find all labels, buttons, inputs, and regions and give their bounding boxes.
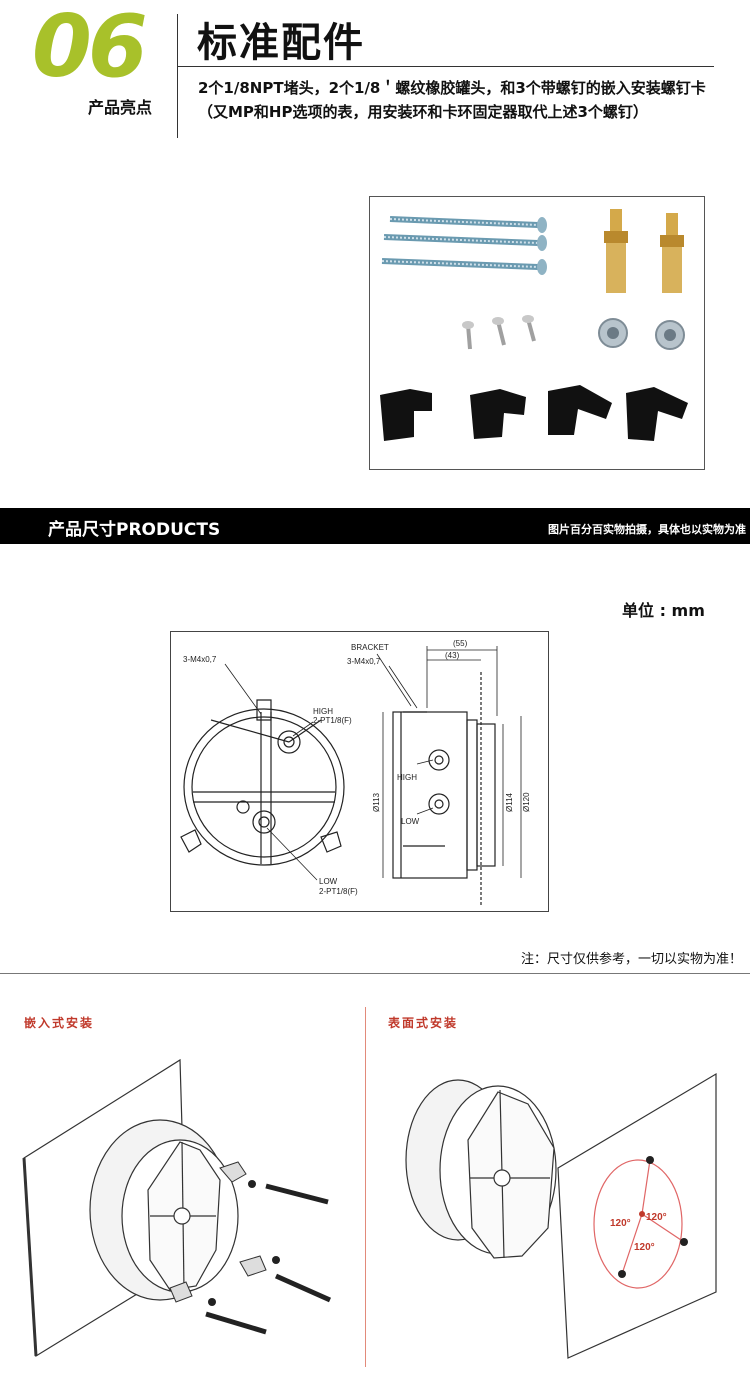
plugs	[598, 318, 685, 350]
products-band	[0, 508, 750, 544]
front-leader-lines	[224, 663, 318, 881]
front-screw-label: 3-M4x0,7	[183, 655, 217, 664]
flush-mount-illustration	[22, 1058, 332, 1358]
bracket-label: BRACKET	[351, 643, 389, 652]
flush-mount-label: 嵌入式安装	[24, 1016, 95, 1030]
low-port-label: 2-PT1/8(F)	[319, 887, 358, 896]
long-screws	[381, 216, 547, 275]
brass-fittings	[604, 209, 684, 293]
dimension-drawing-svg: 3-M4x0,7 HIGH 2-PT1/8(F) LOW 2-PT1/8(F)	[180, 639, 531, 906]
dimension-drawing: 3-M4x0,7 HIGH 2-PT1/8(F) LOW 2-PT1/8(F)	[170, 631, 549, 912]
side-high-label: HIGH	[397, 773, 417, 782]
side-view	[392, 672, 496, 906]
dimension-note: 注：尺寸仅供参考，一切以实物为准！	[520, 952, 742, 967]
products-band-title: 产品尺寸PRODUCTS	[48, 520, 221, 540]
angle-label-3: 120°	[634, 1242, 655, 1253]
front-view	[180, 699, 345, 866]
flush-clips-and-screws	[169, 1161, 332, 1335]
low-label: LOW	[319, 877, 338, 886]
surface-mount-label: 表面式安装	[388, 1016, 459, 1030]
accessories-illustration	[380, 209, 688, 441]
accessories-description: 2个1/8NPT堵头，2个1/8＇螺纹橡胶罐头，和3个带螺钉的嵌入安装螺钉卡（又…	[198, 79, 706, 121]
high-label: HIGH	[313, 707, 333, 716]
angle-label-1: 120°	[610, 1218, 631, 1229]
side-dimension-lines	[376, 646, 522, 878]
section-title: 标准配件	[197, 19, 365, 66]
unit-label: 单位 : mm	[622, 601, 705, 620]
accessories-photo	[369, 196, 705, 470]
small-screws	[462, 315, 536, 350]
dim-43-label: (43)	[445, 651, 460, 660]
angle-label-2: 120°	[646, 1212, 667, 1223]
highlight-label: 产品亮点	[88, 98, 153, 117]
dim-55-label: (55)	[453, 639, 468, 648]
section-divider	[0, 973, 750, 974]
header-divider-vertical	[177, 14, 178, 138]
products-band-note: 图片百分百实物拍摄，具体也以实物为准	[548, 523, 746, 536]
high-port-label: 2-PT1/8(F)	[313, 716, 352, 725]
side-low-label: LOW	[401, 817, 420, 826]
mounting-clips	[380, 385, 688, 441]
section-number: 06	[32, 0, 148, 97]
installation-divider	[365, 1007, 366, 1367]
surface-panel	[557, 1072, 717, 1359]
angle-indicator: 120° 120° 120°	[593, 1156, 688, 1289]
dia-113-label: Ø113	[372, 792, 381, 812]
header-divider-horizontal	[178, 66, 714, 67]
dia-120-label: Ø120	[522, 792, 531, 812]
dia-114-label: Ø114	[505, 792, 514, 812]
side-screw-label: 3-M4x0,7	[347, 657, 381, 666]
surface-mount-illustration: 120° 120° 120°	[405, 1072, 717, 1359]
